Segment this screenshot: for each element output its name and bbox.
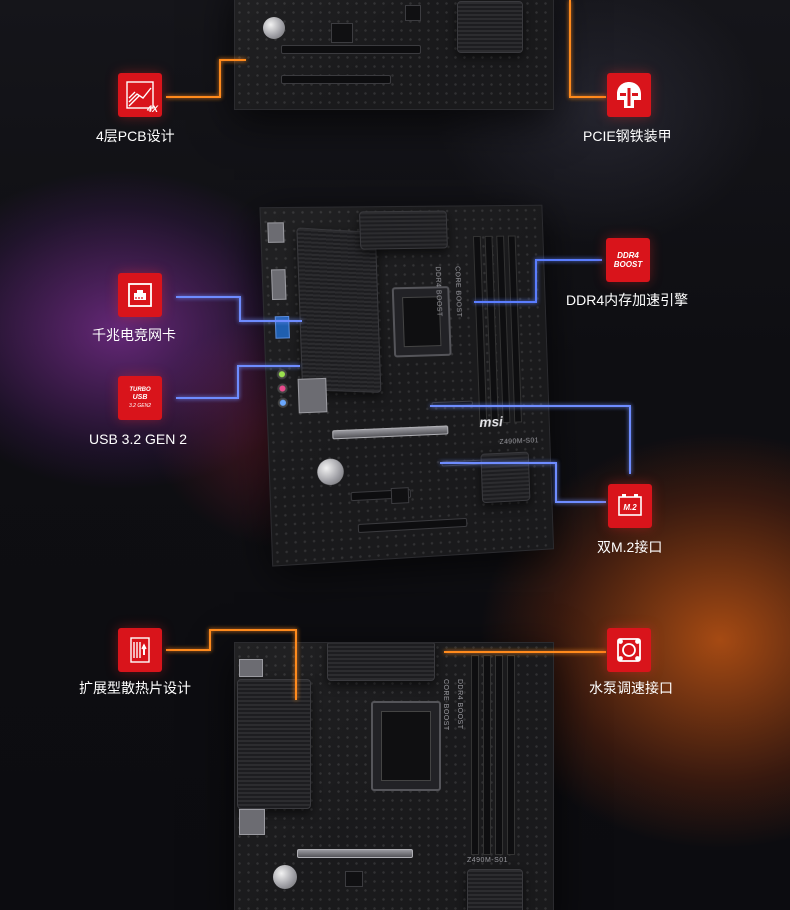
pcie-slot <box>281 45 421 54</box>
capacitor <box>263 17 285 39</box>
pcb-4x-icon: 4X <box>118 73 162 117</box>
audio-block <box>239 809 265 835</box>
board-print-ddr: DDR4 BOOST <box>433 266 443 317</box>
feature-label-pcb: 4层PCB设计 <box>96 128 175 144</box>
chipset-heatsink <box>457 1 523 53</box>
board-print-ddr: DDR4 BOOST <box>456 679 463 730</box>
usb-ports <box>274 315 290 339</box>
pcb-icon-text: 4X <box>146 104 158 114</box>
motherboard-main: DDR4 BOOST CORE BOOST msi Z490M-S01 <box>259 204 555 567</box>
audio-jack <box>277 383 288 394</box>
motherboard-bottom: CORE BOOST DDR4 BOOST Z490M-S01 <box>234 642 554 910</box>
callout-line-pcie <box>569 0 606 98</box>
ram-slot <box>507 235 522 423</box>
turbo-usb-icon: TURBO USB 3.2 GEN2 <box>118 376 162 420</box>
audio-block <box>297 377 328 414</box>
helmet-icon <box>607 73 651 117</box>
vrm-heatsink-left <box>296 227 382 393</box>
ethernet-port-icon <box>118 273 162 317</box>
cmos-battery <box>316 458 345 486</box>
feature-label-pcie-armor: PCIE钢铁装甲 <box>583 128 672 144</box>
feature-label-lan: 千兆电竞网卡 <box>92 327 176 343</box>
feature-label-heatsink: 扩展型散热片设计 <box>79 680 191 696</box>
chip <box>405 5 421 21</box>
ram-slot <box>483 655 491 855</box>
board-model: Z490M-S01 <box>499 437 540 446</box>
board-print-core: CORE BOOST <box>442 679 449 731</box>
audio-jack <box>277 397 289 409</box>
board-brand-logo: msi <box>479 413 504 431</box>
ram-slot <box>495 655 503 855</box>
io-ports <box>270 269 287 301</box>
pcie-slot <box>357 517 468 534</box>
feature-label-m2: 双M.2接口 <box>597 539 663 555</box>
io-ports <box>239 659 263 677</box>
audio-jack <box>276 368 288 380</box>
cmos-battery <box>273 865 297 889</box>
cpu-socket <box>371 701 441 791</box>
pump-fan-icon <box>607 628 651 672</box>
ram-slot <box>471 655 479 855</box>
chip <box>345 871 363 887</box>
io-ports <box>267 222 285 243</box>
svg-text:M.2: M.2 <box>623 503 637 512</box>
board-print-core: CORE BOOST <box>453 266 463 318</box>
ram-slot <box>507 655 515 855</box>
feature-label-pump: 水泵调速接口 <box>589 680 673 696</box>
m2-icon: M.2 <box>608 484 652 528</box>
chipset <box>390 487 410 505</box>
pcie-x16-slot <box>332 425 449 440</box>
vrm-heatsink-left <box>237 679 311 809</box>
pcie-x16-slot <box>297 849 413 858</box>
feature-label-ddr4: DDR4内存加速引擎 <box>566 292 689 308</box>
feature-label-usb: USB 3.2 GEN 2 <box>89 431 188 447</box>
cpu-socket <box>391 286 452 358</box>
vrm-heatsink-top <box>358 210 448 250</box>
ddr4-boost-icon: DDR4 BOOST <box>606 238 650 282</box>
m2-heatsink <box>480 451 531 504</box>
board-model: Z490M-S01 <box>467 857 509 864</box>
motherboard-top <box>234 0 554 110</box>
chipset-heatsink <box>467 869 523 910</box>
heatsink-icon <box>118 628 162 672</box>
vrm-heatsink-top <box>327 643 435 681</box>
m2-slot <box>431 400 473 408</box>
pcie-slot <box>281 75 391 84</box>
chipset <box>331 23 353 43</box>
